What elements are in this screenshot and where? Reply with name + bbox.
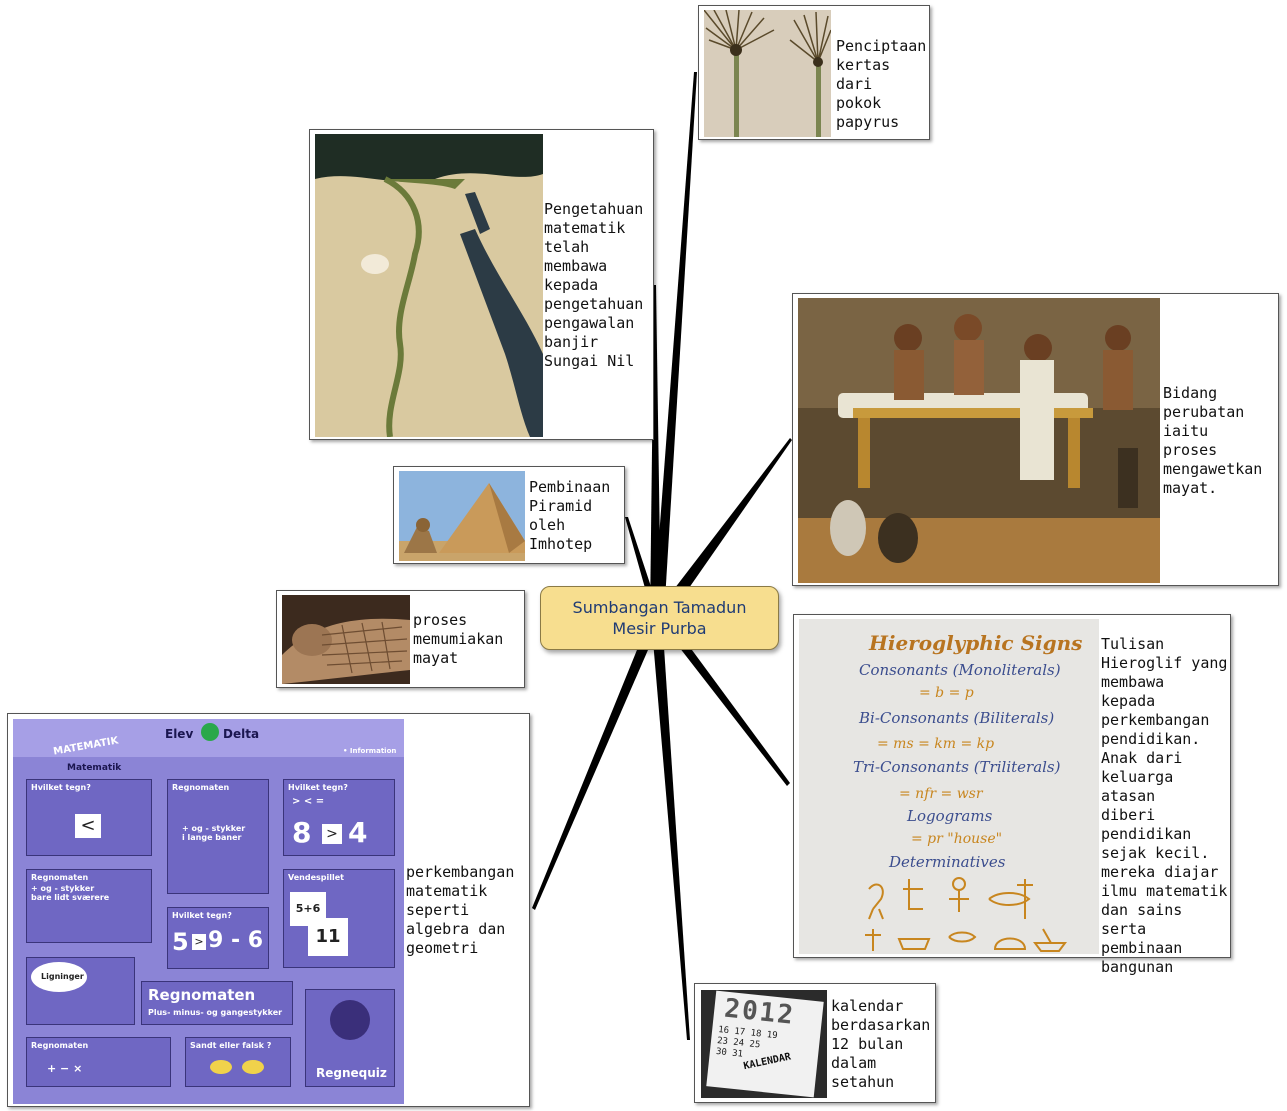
matematik-brand: Elev <box>165 727 193 741</box>
determinative-glyphs-icon <box>799 859 1099 954</box>
tile-regnomaten-1-label: Regnomaten <box>172 783 229 792</box>
hieroglyph-logograms: Logograms <box>907 807 992 825</box>
tile-hvilket-tegn-1-symbol: < <box>75 814 101 838</box>
tile-hvilket-tegn-2-a: 8 <box>292 816 311 849</box>
pyramid-image <box>399 471 525 561</box>
tile-regnomaten-4-label: Regnomaten <box>31 1041 88 1050</box>
hieroglyph-consonants: Consonants (Monoliterals) <box>859 661 1061 679</box>
vendespillet-card-2: 11 <box>308 918 348 956</box>
mummy-label: proses memumiakan mayat <box>413 611 523 668</box>
eyes-icon <box>210 1060 266 1076</box>
hieroglyph-biliterals-values: = ms = km = kp <box>877 736 994 752</box>
hieroglyph-logograms-values: = pr "house" <box>911 831 1002 847</box>
spoke-math <box>532 613 661 910</box>
pyramid-icon <box>399 471 525 561</box>
matematik-brand-2: Delta <box>223 727 259 741</box>
tile-regnomaten-3[interactable]: Regnomaten Plus- minus- og gangestykker <box>141 981 293 1025</box>
nile-satellite-image <box>315 134 543 437</box>
matematik-panel: MATEMATIK Elev Delta • Information Matem… <box>13 719 404 1104</box>
hieroglyph-triliterals: Tri-Consonants (Triliterals) <box>853 758 1060 776</box>
nile-label: Pengetahuan matematik telah membawa kepa… <box>544 200 652 371</box>
tile-regnomaten-4-ops: + − × <box>47 1062 82 1075</box>
tile-hvilket-tegn-3-b: 9 - 6 <box>208 928 263 953</box>
tile-regnequiz-label: Regnequiz <box>316 1066 387 1080</box>
nile-map-icon <box>315 134 543 437</box>
regnequiz-figure-icon <box>330 1000 370 1040</box>
mummy-image <box>282 595 410 684</box>
medicine-label: Bidang perubatan iaitu proses mengawetka… <box>1163 384 1277 498</box>
central-topic[interactable]: Sumbangan Tamadun Mesir Purba <box>540 586 779 650</box>
node-mummy[interactable]: proses memumiakan mayat <box>276 590 525 688</box>
papyrus-image <box>704 10 831 137</box>
node-nile[interactable]: Pengetahuan matematik telah membawa kepa… <box>309 129 654 440</box>
spoke-calendar <box>651 617 690 1040</box>
papyrus-label: Penciptaan kertas dari pokok papyrus <box>836 37 928 132</box>
tile-vendespillet[interactable]: Vendespillet 5+6 11 <box>283 869 395 968</box>
medicine-image <box>798 298 1160 583</box>
tile-hvilket-tegn-2-sub: > < = <box>292 796 324 807</box>
matematik-subtitle: Matematik <box>67 763 121 773</box>
tile-hvilket-tegn-2-label: Hvilket tegn? <box>288 783 348 792</box>
node-pyramid[interactable]: Pembinaan Piramid oleh Imhotep <box>393 466 625 564</box>
node-calendar[interactable]: 2012 16 17 18 19 23 24 25 30 31 KALENDAR… <box>694 983 936 1103</box>
tile-hvilket-tegn-2-op: > <box>322 824 342 844</box>
tile-regnomaten-3-sub: Plus- minus- og gangestykker <box>148 1008 282 1017</box>
tile-regnomaten-2-sub: + og - stykker bare lidt sværere <box>31 884 109 902</box>
tile-hvilket-tegn-1-label: Hvilket tegn? <box>31 783 91 792</box>
tile-regnomaten-2-label: Regnomaten <box>31 873 88 882</box>
tile-hvilket-tegn-2[interactable]: Hvilket tegn? > < = 8 > 4 <box>283 779 395 856</box>
calendar-image: 2012 16 17 18 19 23 24 25 30 31 KALENDAR <box>701 990 827 1098</box>
tile-hvilket-tegn-3-label: Hvilket tegn? <box>172 911 232 920</box>
hieroglyph-consonants-values: = b = p <box>919 685 974 701</box>
tile-hvilket-tegn-1[interactable]: Hvilket tegn? < <box>26 779 152 856</box>
tile-regnomaten-1-sub: + og - stykker i lange baner <box>182 824 245 842</box>
tile-hvilket-tegn-3-op: > <box>192 934 206 950</box>
tile-regnomaten-1[interactable]: Regnomaten + og - stykker i lange baner <box>167 779 269 894</box>
central-topic-title: Sumbangan Tamadun Mesir Purba <box>573 597 747 639</box>
tile-sandt-eller-falsk[interactable]: Sandt eller falsk ? <box>185 1037 291 1087</box>
tile-hvilket-tegn-2-b: 4 <box>348 816 367 849</box>
hieroglyph-panel: Hieroglyphic Signs Consonants (Monoliter… <box>799 619 1099 954</box>
calendar-year: 2012 <box>723 994 796 1031</box>
embalming-scene-icon <box>798 298 1160 583</box>
tile-regnomaten-2[interactable]: Regnomaten + og - stykker bare lidt svær… <box>26 869 152 943</box>
tile-vendespillet-label: Vendespillet <box>288 873 344 882</box>
delta-logo-icon <box>201 723 219 741</box>
node-papyrus[interactable]: Penciptaan kertas dari pokok papyrus <box>698 5 930 140</box>
hieroglyph-triliterals-values: = nfr = wsr <box>899 786 983 802</box>
mummy-icon <box>282 595 410 684</box>
papyrus-plant-icon <box>704 10 831 137</box>
math-label: perkembangan matematik seperti algebra d… <box>406 863 528 958</box>
tile-sandt-eller-falsk-label: Sandt eller falsk ? <box>190 1041 271 1050</box>
tile-regnequiz[interactable]: Regnequiz <box>305 989 395 1087</box>
tile-regnomaten-3-label: Regnomaten <box>148 986 255 1004</box>
hieroglyph-label: Tulisan Hieroglif yang membawa kepada pe… <box>1101 635 1229 977</box>
calendar-sheet: 2012 16 17 18 19 23 24 25 30 31 KALENDAR <box>706 991 823 1098</box>
tile-ligninger[interactable]: Ligninger <box>26 957 135 1025</box>
tile-regnomaten-4[interactable]: Regnomaten + − × <box>26 1037 171 1087</box>
calendar-label-text: kalendar berdasarkan 12 bulan dalam seta… <box>831 997 935 1092</box>
node-math[interactable]: MATEMATIK Elev Delta • Information Matem… <box>7 713 530 1107</box>
node-medicine[interactable]: Bidang perubatan iaitu proses mengawetka… <box>792 293 1279 586</box>
hieroglyph-title: Hieroglyphic Signs <box>869 631 1082 655</box>
tile-hvilket-tegn-3-a: 5 <box>172 928 189 956</box>
node-hieroglyph[interactable]: Hieroglyphic Signs Consonants (Monoliter… <box>793 614 1231 958</box>
tile-hvilket-tegn-3[interactable]: Hvilket tegn? 5 > 9 - 6 <box>167 907 269 969</box>
hieroglyph-biliterals: Bi-Consonants (Biliterals) <box>859 709 1054 727</box>
tile-ligninger-label: Ligninger <box>41 972 84 981</box>
pyramid-label: Pembinaan Piramid oleh Imhotep <box>529 478 624 554</box>
matematik-info: • Information <box>343 747 396 755</box>
